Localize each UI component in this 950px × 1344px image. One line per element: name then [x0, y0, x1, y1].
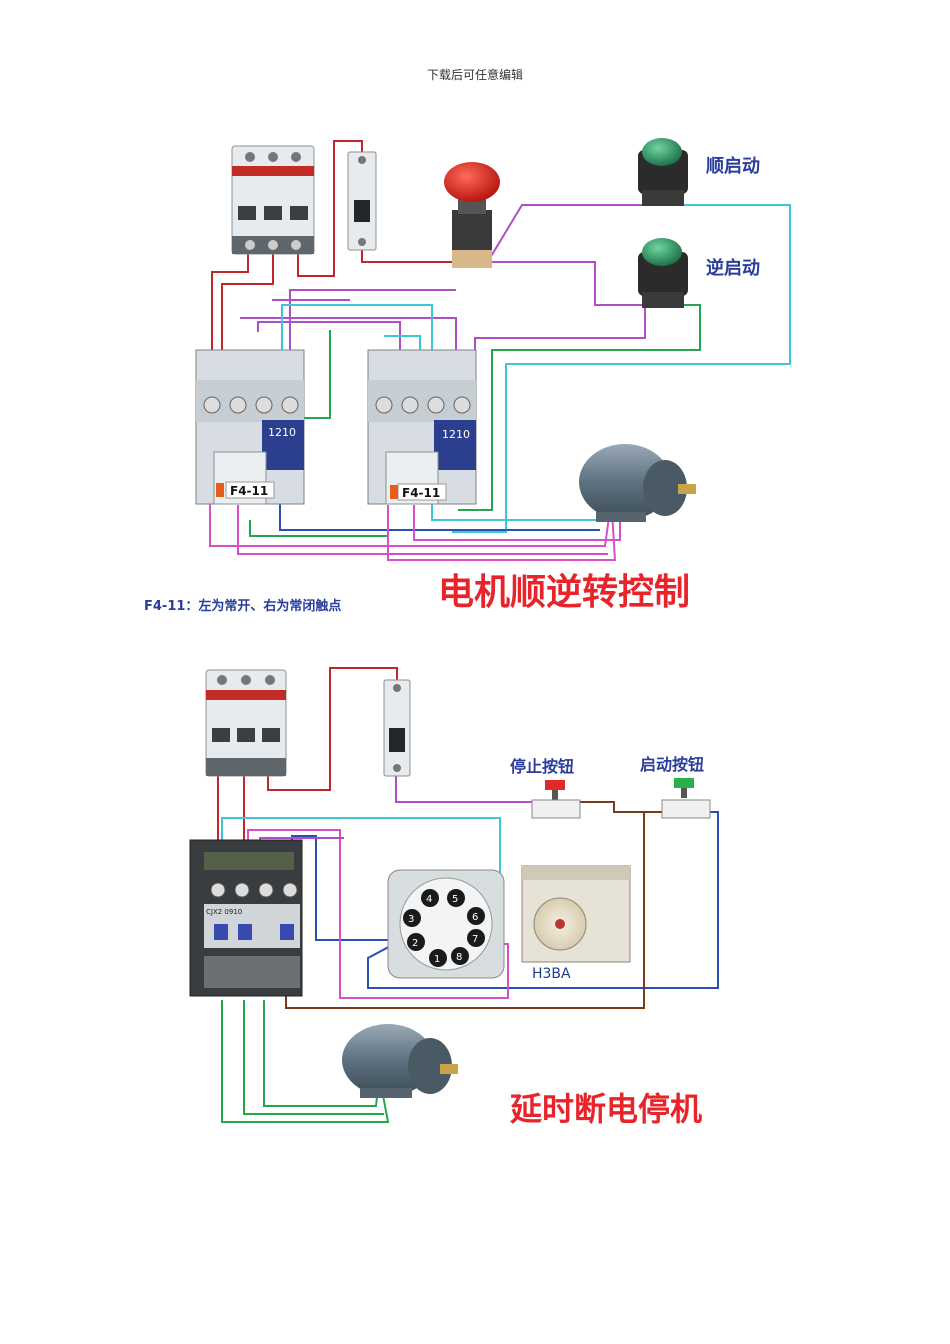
wires-diagram2	[217, 667, 719, 1123]
socket-pin-2: 2	[412, 938, 418, 949]
diagram-forward-reverse: 顺启动 逆启动 1210 F4-11 1210	[144, 138, 791, 614]
diagram1-title: 电机顺逆转控制	[438, 572, 690, 613]
contactor-left-model: 1210	[268, 426, 296, 439]
socket-pin-5: 5	[452, 894, 458, 905]
timer-socket: 4 5 3 6 2 7 1 8	[387, 869, 505, 979]
socket-pin-1: 1	[434, 954, 440, 965]
motor-2	[342, 1024, 458, 1098]
contactor-left: 1210 F4-11	[195, 349, 305, 505]
timer-h3ba: H3BA	[521, 865, 631, 982]
contactor-right: 1210 F4-11	[367, 349, 477, 505]
forward-start-label: 顺启动	[706, 155, 760, 177]
contactor-right-model: 1210	[442, 428, 470, 441]
wires-diagram1	[209, 140, 791, 561]
single-pole-breaker-1	[347, 151, 377, 251]
page-header: 下载后可任意编辑	[426, 68, 523, 82]
stop-button-label: 停止按钮	[510, 757, 574, 776]
socket-pin-7: 7	[472, 934, 478, 945]
aux-left-label: F4-11	[230, 484, 268, 498]
emergency-stop-button	[444, 162, 500, 268]
socket-pin-6: 6	[472, 912, 478, 923]
socket-pin-4: 4	[426, 894, 432, 905]
contactor-cjx2: CJX2 0910	[189, 839, 303, 997]
diagram-delay-stop: 停止按钮 启动按钮 CJX2 0910	[189, 667, 719, 1128]
socket-pin-8: 8	[456, 952, 462, 963]
stop-button	[531, 780, 581, 819]
reverse-start-button	[638, 238, 688, 308]
diagram2-title: 延时断电停机	[509, 1090, 702, 1128]
forward-start-button	[638, 138, 688, 206]
three-pole-breaker-2	[205, 669, 287, 777]
three-pole-breaker-1	[231, 145, 315, 255]
diagram1-note: F4-11：左为常开、右为常闭触点	[144, 598, 341, 614]
timer-model: H3BA	[532, 966, 571, 982]
socket-pin-3: 3	[408, 914, 414, 925]
start-button-label: 启动按钮	[640, 755, 704, 774]
single-pole-breaker-2	[383, 679, 411, 777]
reverse-start-label: 逆启动	[706, 257, 760, 279]
start-button	[661, 778, 711, 819]
motor-1	[579, 444, 696, 522]
contactor-cjx2-model: CJX2 0910	[206, 908, 242, 916]
aux-right-label: F4-11	[402, 486, 440, 500]
